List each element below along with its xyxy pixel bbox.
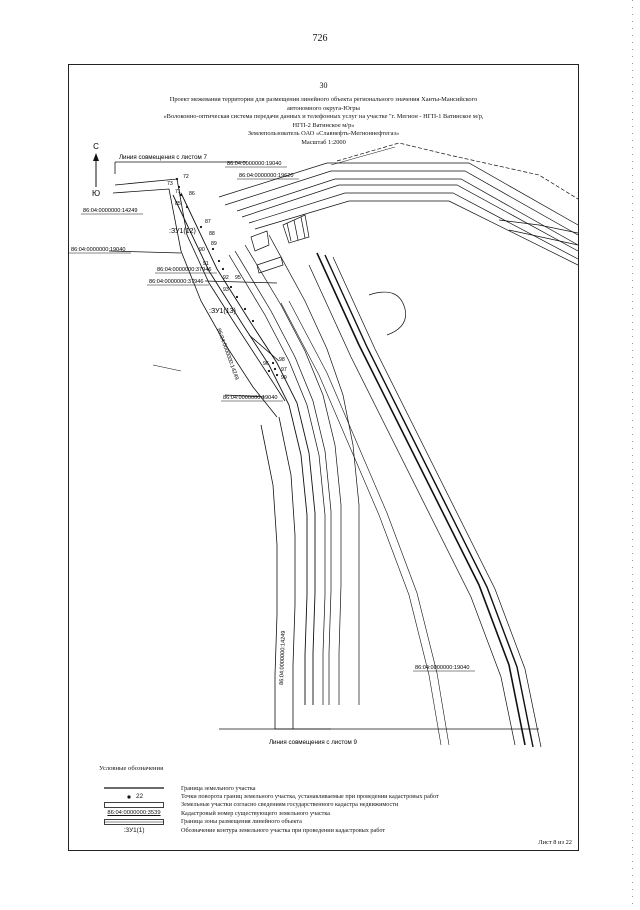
title-line-6: Масштаб 1:2000	[301, 138, 346, 146]
point-label: 97	[281, 367, 287, 373]
cadastral-map: С Ю Линия совмещения с листом 7	[69, 142, 578, 748]
point-label: 99	[281, 375, 287, 381]
legend-symbol-cadastral-number: 86:04:0000000:3539	[99, 809, 169, 817]
point-label: 88	[209, 231, 215, 237]
cadastral-label: 86:04:0000000:19040	[227, 161, 281, 167]
cadastral-label: 86:04:0000000:14249	[83, 208, 137, 214]
legend-symbol-point: 22	[99, 793, 169, 801]
legend-text: Граница земельного участка	[181, 784, 256, 792]
title-line-3: «Волоконно-оптическая система передачи д…	[163, 113, 484, 121]
zu-label: :ЗУ1(12)	[169, 228, 196, 235]
boundary-points	[175, 177, 279, 377]
legend-symbol-text: :ЗУ1(1)	[123, 826, 145, 834]
north-arrow-bottom-label: Ю	[92, 189, 100, 198]
title-line-5: Землепользователь ОАО «Славнефть-Мегионн…	[247, 130, 400, 138]
cadastral-label: 86:04:0000000:14249	[279, 630, 287, 685]
road-corridor	[152, 192, 360, 705]
legend: Условные обозначения Граница земельного …	[99, 765, 539, 834]
cadastral-label: 86:04:0000000:37946	[149, 279, 203, 285]
legend-row: 22 Точки поворота границ земельного учас…	[99, 792, 539, 800]
point-label: 92	[223, 275, 229, 281]
title-line-2: автономного округа-Югры	[287, 104, 360, 112]
legend-text: Обозначение контура земельного участка п…	[181, 826, 386, 834]
point-label: 98	[279, 357, 285, 363]
cadastral-label: 86:04:0000000:19040	[415, 665, 469, 671]
page-number: 726	[312, 33, 328, 44]
title-line-4: НГП-2 Ватинское м/р»	[292, 121, 355, 129]
point-label: 93	[223, 287, 229, 293]
point-label: 72	[183, 174, 189, 180]
legend-symbol-text: 22	[135, 793, 144, 801]
point-label: 86	[189, 191, 195, 197]
legend-row: Граница земельного участка	[99, 784, 539, 792]
point-number-labels: 72 73 71 85 86 87 88 89 90 91 92 93 94 9…	[167, 174, 287, 381]
legend-row: :ЗУ1(1) Обозначение контура земельного у…	[99, 826, 539, 834]
upper-road-contours	[218, 142, 578, 266]
legend-row: Граница зоны размещения линейного объект…	[99, 818, 539, 826]
bottom-alignment-line: Линия совмещения с листом 9	[219, 728, 539, 746]
point-label: 85	[175, 201, 181, 207]
point-label: 89	[211, 241, 217, 247]
cadastral-label: 86:04:0000000:37946	[157, 267, 211, 273]
title-line-1: Проект межевания территории для размещен…	[169, 96, 478, 103]
cadastral-labels: 86:04:0000000:19040 86:04:0000000:19620 …	[69, 161, 475, 672]
top-alignment-line: Линия совмещения с листом 7	[114, 154, 247, 174]
north-arrow: С Ю	[92, 142, 100, 198]
point-label: 71	[175, 189, 181, 195]
point-label: 96	[263, 361, 269, 367]
linear-object-lines	[280, 252, 542, 748]
legend-row: 86:04:0000000:3539 Кадастровый номер сущ…	[99, 809, 539, 817]
edge-scan-marks	[631, 0, 634, 905]
legend-symbol-gkn-parcel	[99, 801, 169, 809]
point-label: 90	[199, 247, 205, 253]
legend-text: Точки поворота границ земельного участка…	[181, 793, 439, 801]
sheet-footer: Лист 8 из 22	[538, 839, 572, 846]
sheet-number-top: 30	[319, 81, 328, 90]
lower-strip	[260, 416, 331, 730]
drawing-frame: 30 Проект межевания территории для разме…	[68, 64, 579, 851]
point-label: 91	[203, 261, 209, 267]
legend-text: Граница зоны размещения линейного объект…	[181, 818, 302, 826]
legend-row: Земельные участки согласно сведениям гос…	[99, 801, 539, 809]
north-arrow-top-label: С	[93, 142, 99, 151]
cadastral-label: 86:04:0000000:19040	[223, 395, 277, 401]
legend-symbol-boundary	[99, 784, 169, 792]
zu-label: :ЗУ1(13)	[209, 308, 236, 315]
title-block: Проект межевания территории для размещен…	[69, 96, 578, 148]
parcel-boundary-strip	[108, 178, 286, 418]
point-label: 87	[205, 219, 211, 225]
legend-text: Кадастровый номер существующего земельно…	[181, 809, 331, 817]
top-alignment-label: Линия совмещения с листом 7	[119, 154, 208, 161]
point-label: 95	[235, 275, 241, 281]
legend-symbol-text: 86:04:0000000:3539	[107, 810, 161, 817]
structures	[250, 214, 578, 336]
legend-text: Земельные участки согласно сведениям гос…	[181, 801, 399, 809]
legend-symbol-zone-boundary	[99, 818, 169, 826]
legend-title: Условные обозначения	[99, 765, 164, 772]
cadastral-label: 86:04:0000000:14249	[215, 328, 239, 381]
point-label: 73	[167, 181, 173, 187]
cadastral-label: 86:04:0000000:19040	[71, 247, 125, 253]
zu-labels: :ЗУ1(12) :ЗУ1(13)	[169, 228, 236, 315]
legend-symbol-zu-contour: :ЗУ1(1)	[99, 826, 169, 834]
cadastral-label: 86:04:0000000:19620	[239, 173, 293, 179]
bottom-alignment-label: Линия совмещения с листом 9	[269, 739, 358, 746]
